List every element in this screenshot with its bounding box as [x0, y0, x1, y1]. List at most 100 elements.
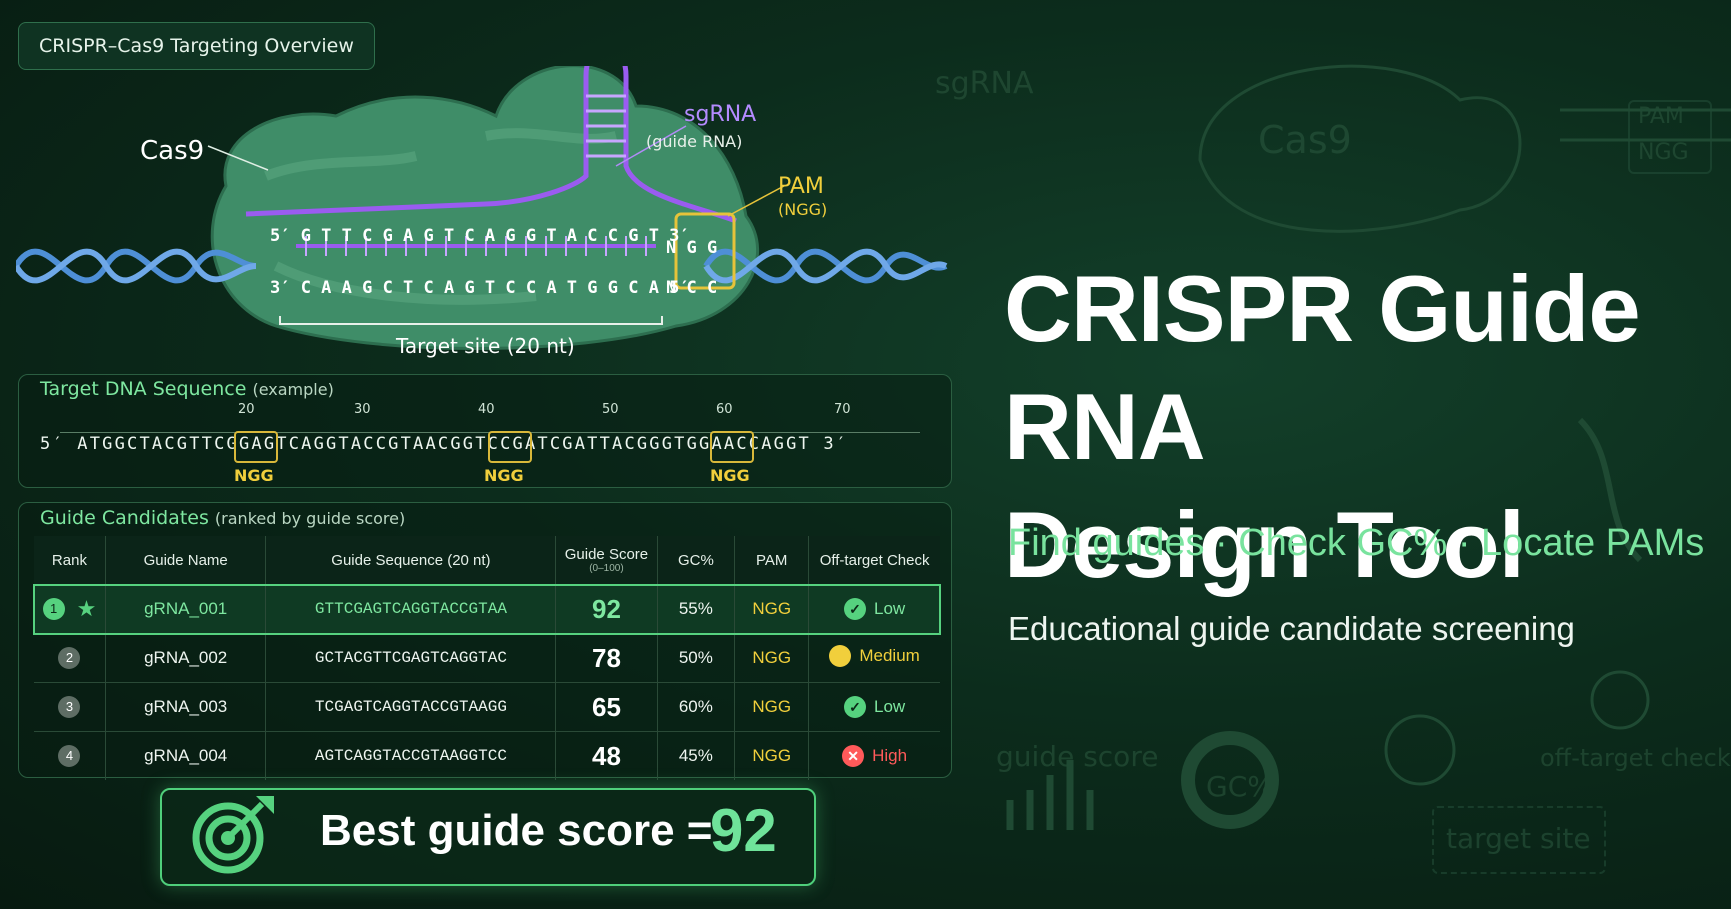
pam-cell: NGG [734, 633, 810, 683]
check-icon: ✓ [844, 598, 866, 620]
gc-cell: 45% [657, 731, 736, 780]
ngg-highlight [234, 431, 278, 463]
ngg-label: NGG [710, 466, 750, 485]
table-row[interactable]: 1★ gRNA_001 GTTCGAGTCAGGTACCGTAA 92 55% … [33, 583, 941, 635]
col-offtarget[interactable]: Off-target Check [808, 536, 940, 585]
guide-name-cell: gRNA_003 [105, 682, 267, 732]
col-rank[interactable]: Rank [34, 536, 106, 585]
bg-word-cas9: Cas9 [1258, 118, 1352, 162]
gc-cell: 60% [657, 682, 736, 732]
guide-score-cell: 92 [555, 584, 658, 634]
col-guide-score[interactable]: Guide Score(0–100) [555, 536, 658, 585]
rank-badge: 4 [58, 745, 81, 767]
tick-label: 60 [716, 402, 733, 417]
check-icon: ✓ [844, 696, 866, 718]
pam-box [674, 212, 736, 290]
pam-label: PAM [778, 174, 824, 199]
col-guide-sequence[interactable]: Guide Sequence (20 nt) [265, 536, 557, 585]
target-site-bracket [279, 316, 663, 325]
pam-cell: NGG [734, 584, 810, 634]
rank-cell: 3 [34, 682, 106, 732]
rank-badge: 2 [58, 647, 81, 669]
ngg-label: NGG [484, 466, 524, 485]
dna-helix-right [703, 248, 948, 284]
best-score-label: Best guide score = [320, 806, 713, 855]
rank-cell: 4 [34, 731, 106, 780]
guide-name-cell: gRNA_004 [105, 731, 267, 780]
overview-tag: CRISPR–Cas9 Targeting Overview [18, 22, 375, 70]
cas9-protein [210, 66, 759, 350]
pam-cell: NGG [734, 682, 810, 732]
offtarget-cell: ✓Low [808, 584, 940, 634]
table-row[interactable]: 3 gRNA_003 TCGAGTCAGGTACCGTAAGG 65 60% N… [34, 682, 940, 732]
sgrna-sub-label: (guide RNA) [646, 132, 743, 151]
bg-word-sgrna: sgRNA [935, 66, 1034, 101]
pam-sub-label: (NGG) [778, 200, 828, 219]
ngg-label: NGG [234, 466, 274, 485]
guide-sequence-cell: AGTCAGGTACCGTAAGGTCC [265, 731, 557, 780]
bg-word-target-site: target site [1446, 822, 1591, 855]
guide-sequence-cell: GTTCGAGTCAGGTACCGTAA [265, 584, 557, 634]
tagline: Find guides · Check GC% · Locate PAMs [1008, 522, 1705, 564]
tick-label: 40 [478, 402, 495, 417]
x-icon: ✕ [842, 745, 865, 767]
top-strand-seq: 5′ G T T C G A G T C A G G T A C C G T 3… [270, 226, 690, 246]
bg-decor-shapes [1006, 64, 1731, 830]
guide-score-cell: 78 [555, 633, 658, 683]
table-row[interactable]: 2 gRNA_002 GCTACGTTCGAGTCAGGTAC 78 50% N… [34, 633, 940, 683]
bg-word-offtarget: off-target check [1540, 744, 1731, 772]
rank-badge: 1 [42, 598, 65, 621]
tick-label: 30 [354, 402, 371, 417]
col-gc[interactable]: GC% [657, 536, 736, 585]
pam-bottom-seq: N C C [666, 278, 718, 298]
overview-tag-label: CRISPR–Cas9 Targeting Overview [39, 35, 354, 57]
col-guide-name[interactable]: Guide Name [105, 536, 267, 585]
target-sequence-title: Target DNA Sequence (example) [40, 378, 334, 400]
gc-cell: 55% [657, 584, 736, 634]
ngg-highlight [488, 431, 532, 463]
target-dna-sequence: 5′ ATGGCTACGTTCGGAGTCAGGTACCGTAACGGTCCGA… [40, 434, 849, 454]
bg-word-pam: PAM [1638, 104, 1684, 129]
rank-cell: 2 [34, 633, 106, 683]
offtarget-cell: ✓Low [808, 682, 940, 732]
bg-word-guide-score: guide score [996, 740, 1159, 773]
offtarget-cell: Medium [808, 633, 940, 683]
guide-name-cell: gRNA_001 [105, 584, 267, 634]
pam-top-seq: N G G [666, 238, 718, 258]
sgrna-label: sgRNA [684, 102, 757, 127]
col-pam[interactable]: PAM [734, 536, 810, 585]
cas9-label: Cas9 [140, 136, 205, 166]
title-line-1: CRISPR Guide RNA [1004, 256, 1641, 479]
target-sequence-panel [18, 374, 952, 488]
guide-score-cell: 48 [555, 731, 658, 780]
bottom-strand-seq: 3′ C A A G C T C A G T C C A T G G C A 5… [270, 278, 690, 298]
target-site-label: Target site (20 nt) [396, 334, 575, 358]
title-line-2: Design Tool [1004, 492, 1525, 597]
guide-name-cell: gRNA_002 [105, 633, 267, 683]
guide-candidates-title: Guide Candidates (ranked by guide score) [40, 507, 406, 529]
subtitle: Educational guide candidate screening [1008, 610, 1575, 647]
gc-cell: 50% [657, 633, 736, 683]
tick-label: 70 [834, 402, 851, 417]
guide-score-cell: 65 [555, 682, 658, 732]
crispr-illustration [16, 66, 948, 350]
tick-label: 50 [602, 402, 619, 417]
tick-label: 20 [238, 402, 255, 417]
star-icon: ★ [76, 596, 97, 621]
table-row[interactable]: 4 gRNA_004 AGTCAGGTACCGTAAGGTCC 48 45% N… [34, 731, 940, 780]
bg-target-box [1432, 806, 1606, 874]
pam-cell: NGG [734, 731, 810, 780]
ngg-highlight [710, 431, 754, 463]
table-header-row: Rank Guide Name Guide Sequence (20 nt) G… [34, 536, 940, 585]
warning-dot-icon [829, 644, 852, 667]
best-score-value: 92 [710, 797, 777, 864]
bg-word-ngg: NGG [1638, 140, 1689, 165]
guide-candidates-table: Rank Guide Name Guide Sequence (20 nt) G… [33, 536, 941, 780]
sgrna-strand [245, 66, 737, 224]
page-title: CRISPR Guide RNA Design Tool [1004, 250, 1731, 604]
guide-sequence-cell: GCTACGTTCGAGTCAGGTAC [265, 633, 557, 683]
target-icon [192, 796, 274, 874]
guide-sequence-cell: TCGAGTCAGGTACCGTAAGG [265, 682, 557, 732]
bg-pam-box [1628, 100, 1712, 174]
rank-badge: 3 [58, 696, 81, 718]
